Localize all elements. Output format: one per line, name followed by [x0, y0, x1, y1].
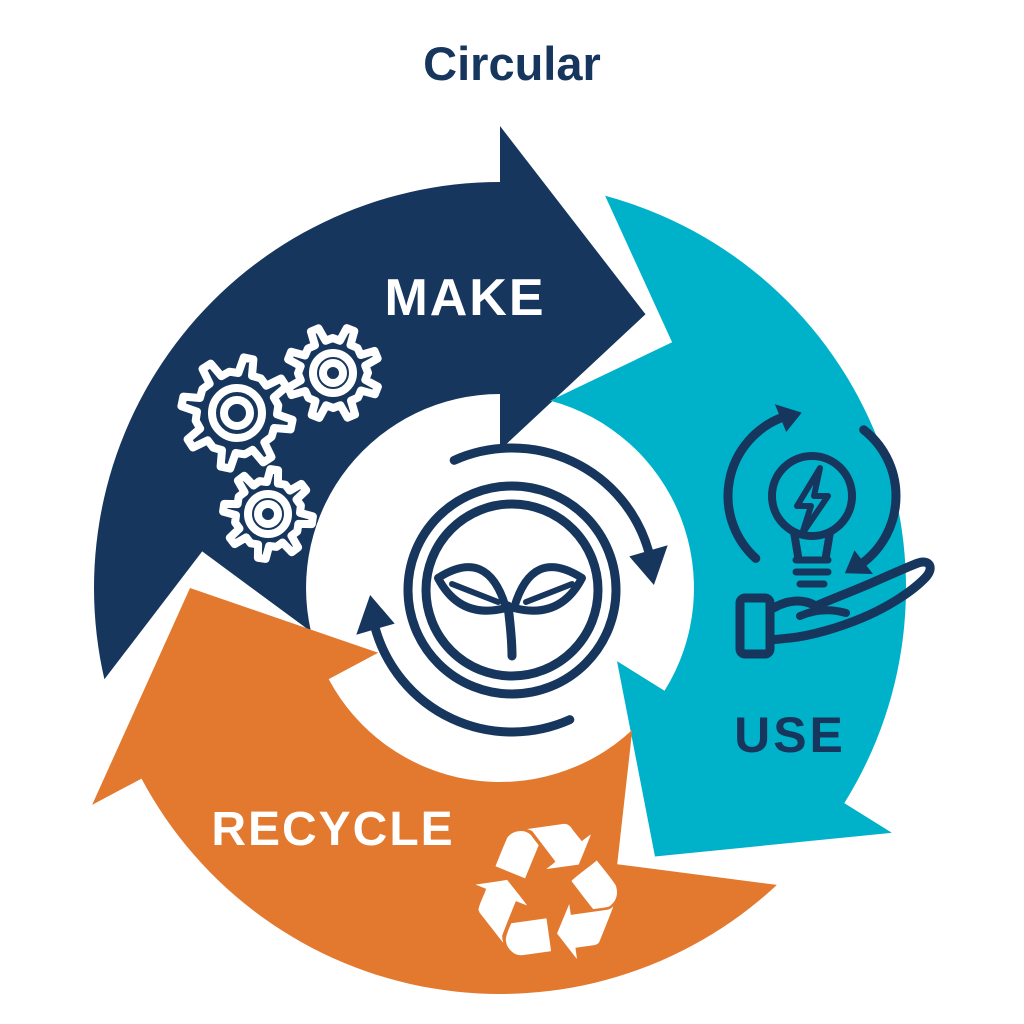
gear-bottom-ring	[244, 490, 292, 538]
gear-bottom	[219, 465, 317, 563]
bulb-neck	[790, 528, 834, 560]
gear-large-ring	[208, 384, 266, 442]
gears-icon	[177, 324, 382, 563]
diagram-title: Circular	[423, 37, 601, 90]
make-label: MAKE	[384, 269, 545, 327]
seedling-stem	[503, 601, 517, 661]
cycle-arrow-left-head	[774, 404, 802, 432]
use-arrow-shape	[550, 195, 906, 857]
gear-bottom-hub	[254, 500, 282, 528]
cycle-arrow-left	[723, 413, 785, 563]
seedling-cycle-icon	[356, 443, 668, 737]
lightning-bolt-icon	[794, 465, 831, 537]
segment-recycle: ♻ RECYCLE	[92, 588, 777, 1019]
bulb-base-bars	[792, 556, 832, 588]
cycle-arrow-right-head	[844, 550, 873, 574]
center-cycle-arc-right	[449, 443, 653, 556]
use-label: USE	[734, 707, 846, 763]
bulb-glass	[768, 452, 856, 540]
seedling-leaf-right-vein	[523, 581, 575, 605]
center-cycle-arc-left-head	[356, 595, 395, 635]
center-cycle-arc-left	[371, 624, 575, 737]
segment-make: MAKE	[94, 126, 646, 680]
gear-large	[177, 353, 297, 473]
seedling-leaf-left	[434, 563, 510, 615]
hand-palm	[765, 557, 935, 645]
recycle-symbol-icon: ♻	[446, 774, 647, 1019]
center-cycle-arc-right-head	[629, 545, 668, 585]
hand-lightbulb-icon	[723, 404, 935, 659]
recycle-label: RECYCLE	[211, 803, 454, 856]
recycle-arrow-shape	[92, 588, 777, 994]
seedling-leaf-right	[510, 563, 586, 615]
cycle-arrow-right	[859, 425, 901, 567]
center-inner-circle	[421, 499, 603, 681]
gear-top-ring	[309, 349, 357, 397]
hand-thumb-line	[796, 606, 850, 620]
gear-top-hub	[319, 359, 347, 387]
gear-top	[284, 324, 382, 422]
center-outer-circle	[403, 481, 621, 699]
segment-use: USE	[550, 195, 935, 857]
gear-large-hub	[220, 396, 254, 430]
seedling-leaf-left-vein	[449, 581, 501, 605]
